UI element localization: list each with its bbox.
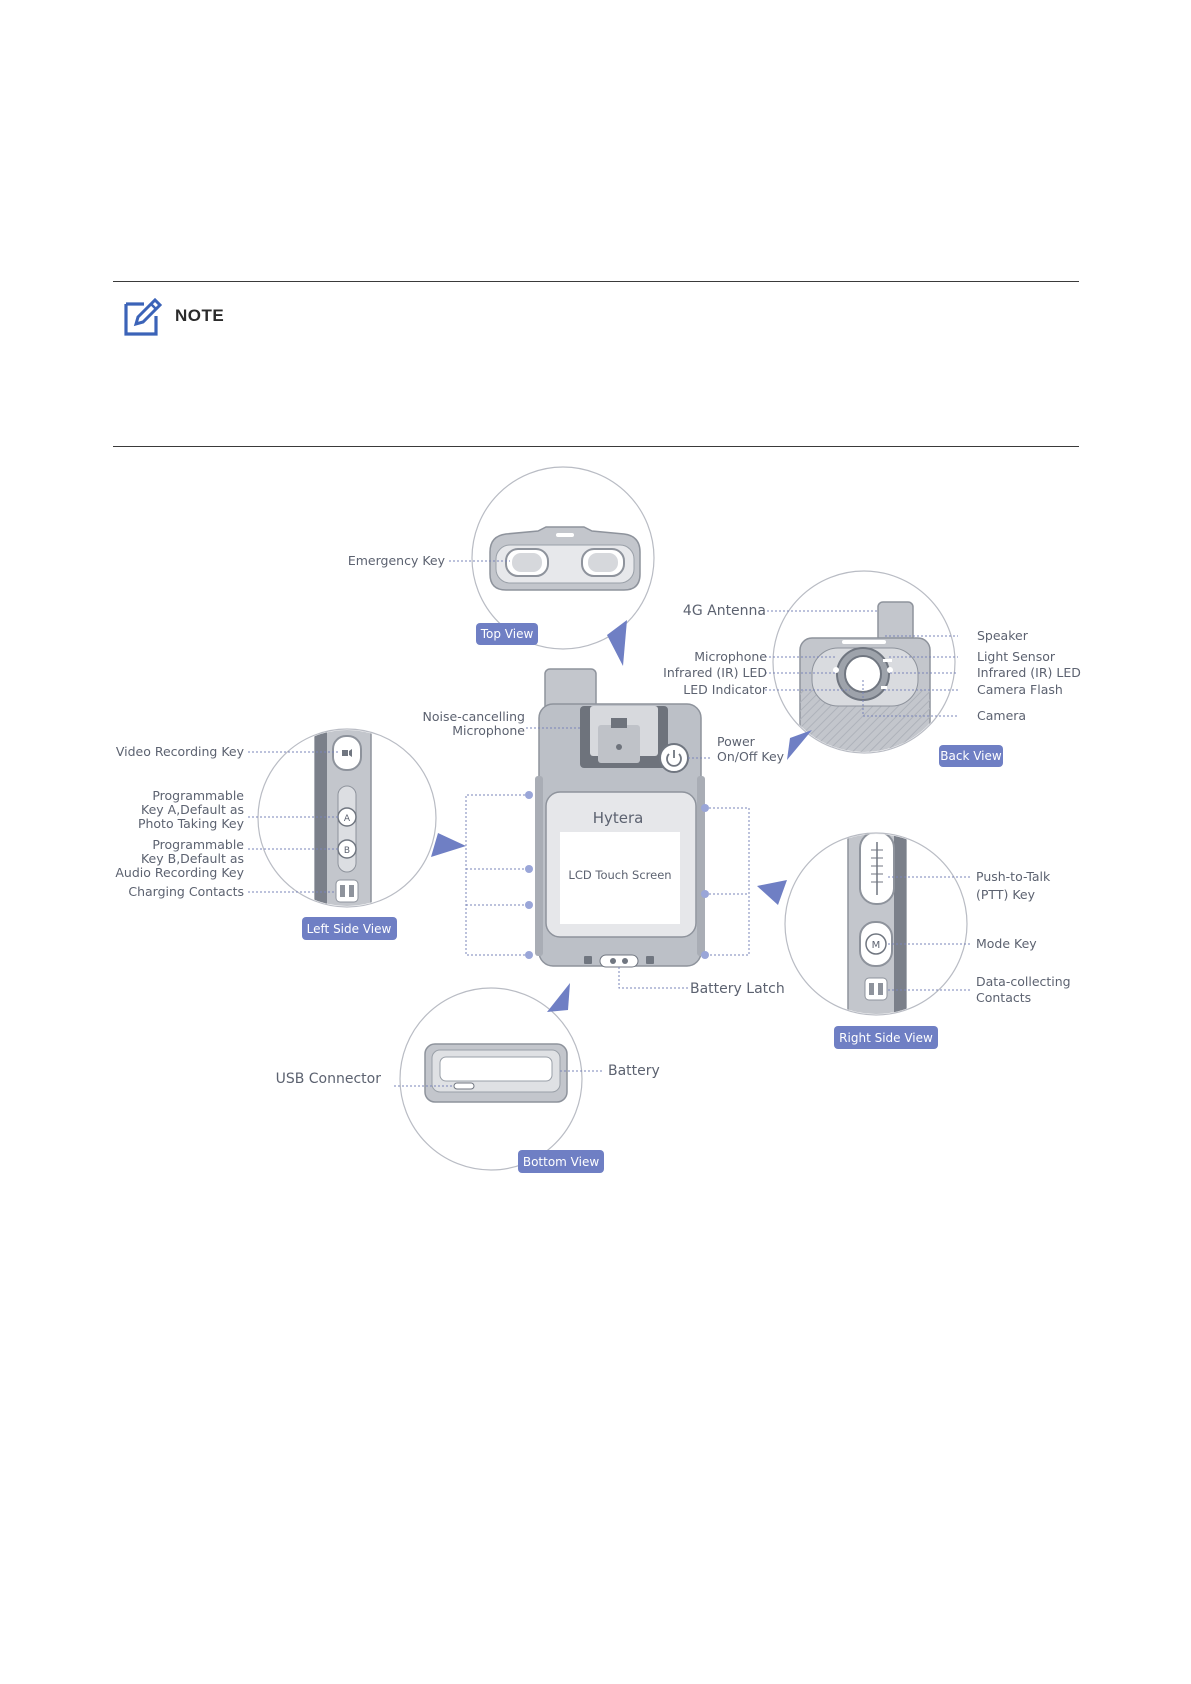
top-view-pill [476,623,538,645]
label-prog-b-2: Key B,Default as [141,851,244,866]
label-mode-key: Mode Key [976,936,1037,951]
back-view-label: Back View [940,749,1002,763]
label-camera-flash: Camera Flash [977,682,1063,697]
back-view-callout [765,570,958,760]
label-prog-b-3: Audio Recording Key [115,865,244,880]
bottom-view-label: Bottom View [523,1155,599,1169]
top-rule [113,281,1079,282]
label-video-recording-key: Video Recording Key [116,744,245,759]
label-prog-a-2: Key A,Default as [141,802,244,817]
top-view-label: Top View [480,627,534,641]
note-title: NOTE [175,306,225,325]
bottom-rule [113,446,1079,447]
label-charging-contacts: Charging Contacts [128,884,244,899]
label-power-2: On/Off Key [717,749,785,764]
label-microphone: Microphone [694,649,767,664]
label-ptt-1: Push-to-Talk [976,869,1051,884]
brand-logo: Hytera [593,809,644,827]
bottom-view-callout [394,983,602,1171]
label-ir-led-left: Infrared (IR) LED [663,665,767,680]
right-side-callout [757,832,970,1016]
left-side-view-label: Left Side View [307,922,392,936]
device-front [465,668,750,989]
edit-note-icon [124,297,163,336]
label-prog-b-1: Programmable [152,837,244,852]
left-side-view-pill [302,917,397,940]
label-speaker: Speaker [977,628,1029,643]
label-battery: Battery [608,1063,660,1079]
label-power-1: Power [717,734,756,749]
label-4g-antenna: 4G Antenna [683,603,766,619]
bottom-view-pill [518,1150,604,1173]
right-side-view-label: Right Side View [839,1031,933,1045]
label-light-sensor: Light Sensor [977,649,1056,664]
label-noise-mic-2: Microphone [452,723,525,738]
left-side-callout [248,728,466,908]
label-data-2: Contacts [976,990,1031,1005]
back-view-pill [939,745,1003,767]
label-camera: Camera [977,708,1026,723]
label-ptt-2: (PTT) Key [976,887,1036,902]
right-side-view-pill [834,1026,938,1049]
key-b-glyph: B [344,846,350,856]
key-a-glyph: A [344,814,351,824]
key-m-glyph: M [872,940,881,951]
label-lcd-screen: LCD Touch Screen [568,868,671,882]
top-view-callout [449,466,655,666]
label-prog-a-1: Programmable [152,788,244,803]
label-battery-latch: Battery Latch [690,981,785,997]
label-ir-led-right: Infrared (IR) LED [977,665,1081,680]
label-emergency-key: Emergency Key [348,553,446,568]
label-usb-connector: USB Connector [276,1071,382,1087]
label-led-indicator: LED Indicator [683,682,768,697]
label-noise-mic-1: Noise-cancelling [423,709,525,724]
label-prog-a-3: Photo Taking Key [138,816,245,831]
label-data-1: Data-collecting [976,974,1071,989]
